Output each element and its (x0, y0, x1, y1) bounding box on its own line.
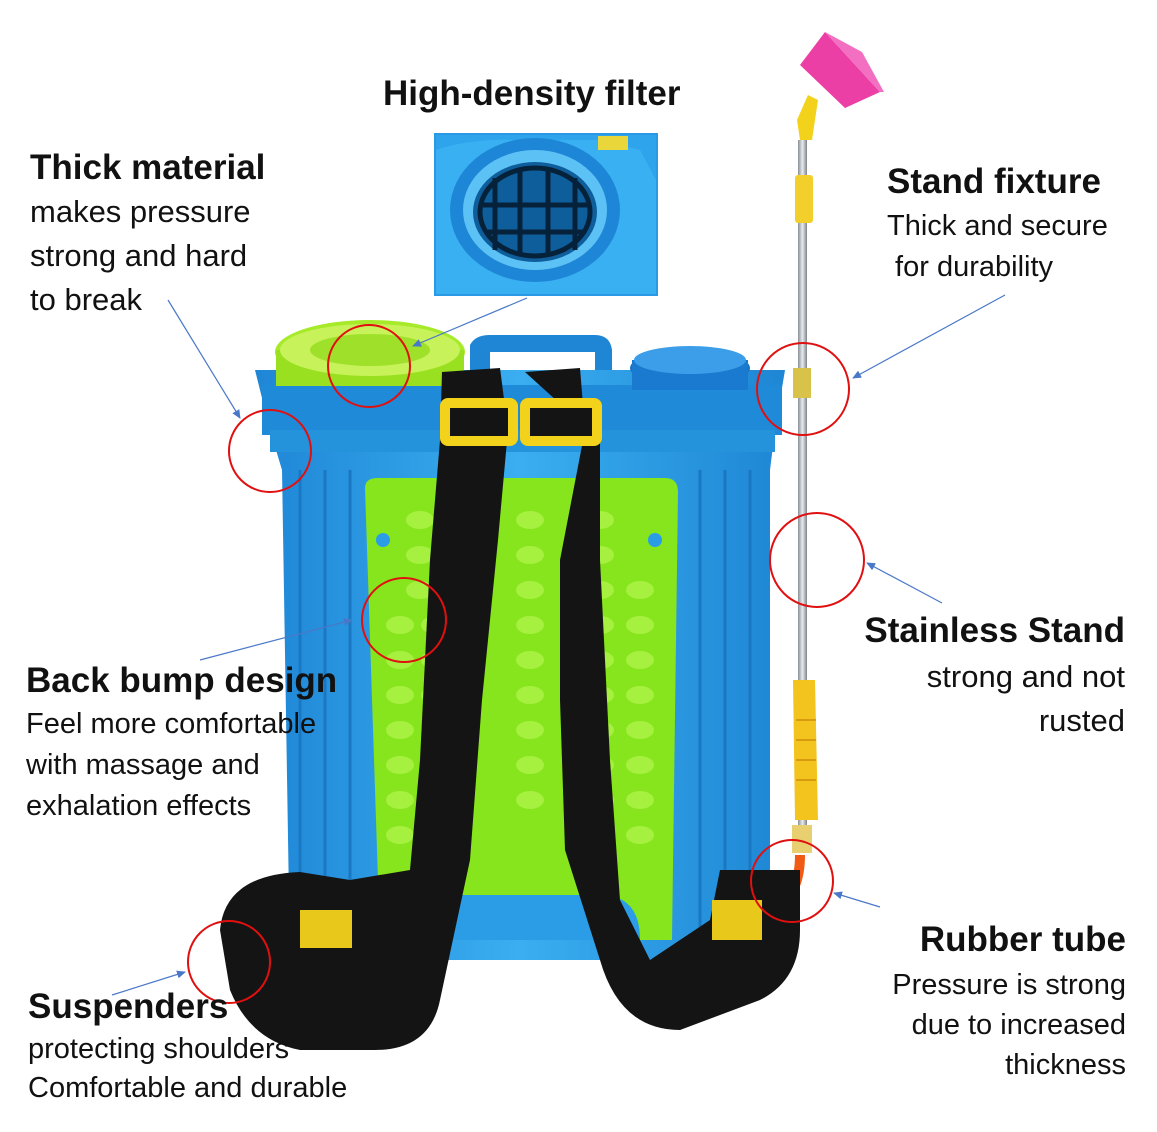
back-bump-line-1: Feel more comfortable (26, 708, 317, 740)
stand-fixture-callout: Stand fixture Thick and secure for durab… (887, 164, 1108, 282)
arrow-thick-material (167, 299, 241, 419)
arrow-stainless-stand (866, 562, 943, 604)
stand-rod (785, 95, 818, 898)
highlight-stand-fixture (756, 342, 850, 436)
stainless-stand-title: Stainless Stand (864, 611, 1125, 650)
leader-arrows (111, 294, 1006, 996)
stand-fixture-line-2: for durability (887, 251, 1054, 283)
nozzle (800, 32, 884, 108)
stainless-stand-line-1: strong and not (926, 659, 1125, 694)
rubber-tube-title: Rubber tube (919, 920, 1126, 959)
thick-material-line-2: strong and hard (30, 238, 248, 273)
arrow-rubber-tube (833, 891, 881, 908)
suspenders-line-1: protecting shoulders (28, 1033, 290, 1065)
suspenders-line-2: Comfortable and durable (28, 1072, 348, 1104)
highlight-suspenders (187, 920, 271, 1004)
stand-fixture-title: Stand fixture (887, 162, 1101, 201)
thick-material-title: Thick material (30, 148, 266, 187)
stainless-stand-line-2: rusted (1038, 703, 1125, 738)
thick-material-callout: Thick material makes pressure strong and… (30, 150, 265, 315)
thick-material-line-1: makes pressure (30, 194, 251, 229)
highlight-thick-material (228, 409, 312, 493)
filter-callout: High-density filter (383, 76, 681, 111)
suspenders-callout: Suspenders protecting shoulders Comforta… (28, 989, 347, 1103)
shoulder-straps (220, 368, 800, 1050)
arrow-stand-fixture (852, 294, 1006, 379)
suspenders-title: Suspenders (28, 987, 229, 1026)
highlight-stainless-stand (769, 512, 865, 608)
highlight-back-bump (361, 577, 447, 663)
stainless-stand-callout: Stainless Stand strong and not rusted (864, 613, 1125, 736)
back-bump-line-3: exhalation effects (26, 790, 252, 822)
arrow-filter (412, 297, 528, 347)
highlight-circles (187, 324, 865, 1004)
highlight-rubber-tube (750, 839, 834, 923)
rubber-tube-callout: Rubber tube Pressure is strong due to in… (892, 922, 1126, 1080)
filter-title: High-density filter (383, 74, 681, 113)
back-bump-line-2: with massage and (26, 749, 260, 781)
highlight-filter (327, 324, 411, 408)
rubber-tube-line-3: thickness (1005, 1049, 1126, 1081)
back-bump-callout: Back bump design Feel more comfortable w… (26, 663, 337, 821)
stand-fixture-line-1: Thick and secure (887, 210, 1108, 242)
filter-inset-image (434, 133, 658, 296)
rubber-tube-line-2: due to increased (911, 1009, 1126, 1041)
arrow-back-bump (199, 618, 353, 661)
thick-material-line-3: to break (30, 282, 143, 317)
back-bump-title: Back bump design (26, 661, 338, 700)
arrow-suspenders (111, 970, 186, 996)
rubber-tube-line-1: Pressure is strong (892, 969, 1126, 1001)
